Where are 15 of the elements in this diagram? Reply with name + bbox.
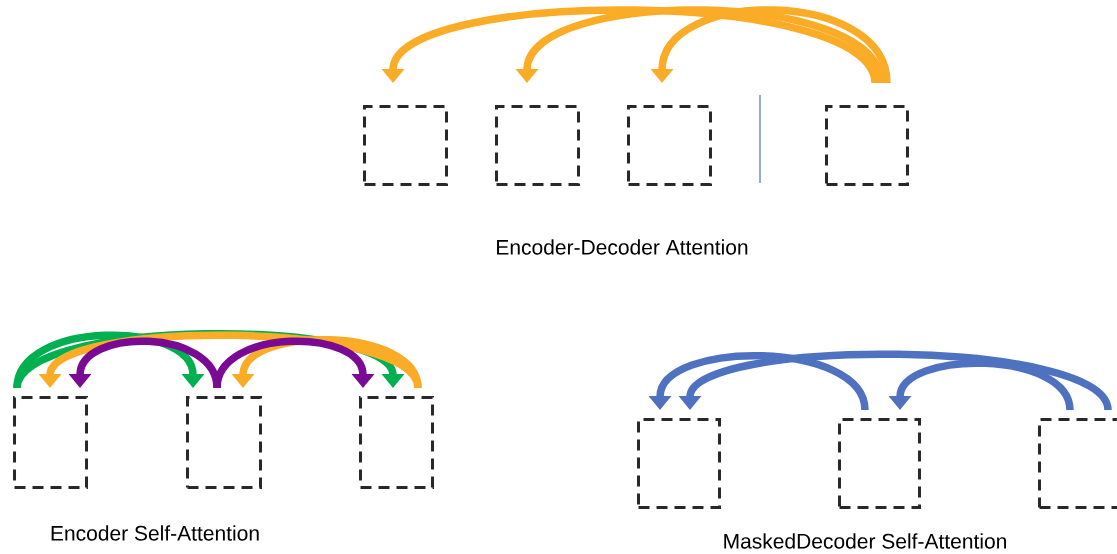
caption: Encoder-Decoder Attention — [497, 239, 748, 255]
dashed-box — [13, 396, 88, 489]
curved-arrow — [13, 331, 205, 389]
curved-arrow — [213, 337, 375, 389]
dashed-box — [825, 105, 909, 186]
dashed-box — [627, 105, 712, 186]
caption: Encoder Self-Attention — [51, 525, 259, 541]
dashed-box — [359, 396, 434, 489]
dashed-box — [363, 105, 448, 186]
dashed-box — [838, 418, 921, 509]
dashed-box — [637, 418, 721, 509]
caption: MaskedDecoder Self-Attention — [724, 533, 1006, 549]
dashed-box — [1038, 418, 1117, 509]
dashed-box — [495, 105, 580, 186]
dashed-box — [186, 396, 262, 489]
